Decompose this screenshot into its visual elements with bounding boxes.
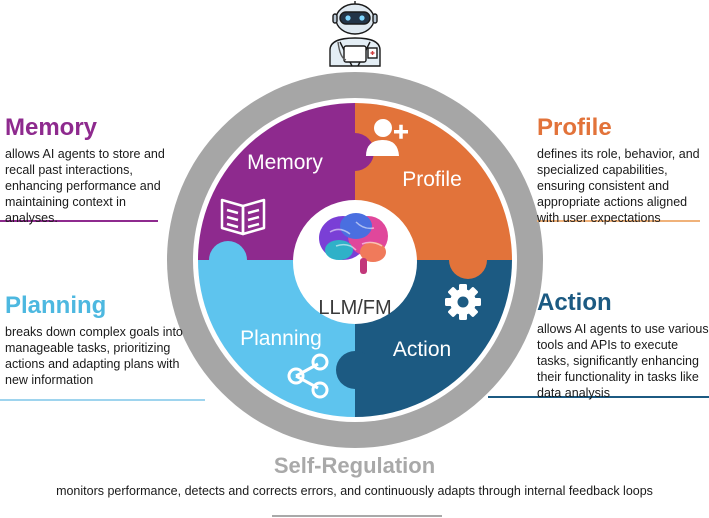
profile-description: defines its role, behavior, and speciali… (537, 147, 700, 225)
brain-icon (319, 213, 388, 274)
action-title: Action (537, 289, 612, 316)
planning-title: Planning (5, 292, 107, 319)
robot-doctor-icon (329, 1, 381, 67)
action-description: allows AI agents to use various tools an… (537, 322, 709, 400)
action-segment-label: Action (393, 338, 451, 361)
memory-title: Memory (5, 114, 98, 141)
center-label: LLM/FM (318, 297, 391, 319)
memory-description: allows AI agents to store and recall pas… (5, 147, 165, 225)
planning-annotation: Planning breaks down complex goals into … (5, 292, 185, 388)
memory-knob (336, 133, 374, 171)
planning-knob (209, 241, 247, 279)
profile-title: Profile (537, 114, 612, 141)
share-icon (287, 353, 329, 399)
profile-segment-label: Profile (402, 168, 462, 191)
self-regulation-description: monitors performance, detects and correc… (56, 484, 653, 498)
book-icon (220, 198, 266, 236)
profile-annotation: Profile defines its role, behavior, and … (537, 114, 707, 226)
self-regulation-title: Self-Regulation (273, 453, 436, 478)
memory-annotation: Memory allows AI agents to store and rec… (5, 114, 170, 226)
gear-icon (445, 284, 481, 320)
memory-segment-label: Memory (247, 151, 323, 174)
profile-knob (449, 241, 487, 279)
action-knob (336, 351, 374, 389)
planning-description: breaks down complex goals into manageabl… (5, 325, 183, 387)
add-user-icon (366, 119, 408, 156)
planning-segment-label: Planning (240, 327, 322, 350)
action-annotation: Action allows AI agents to use various t… (537, 289, 709, 401)
